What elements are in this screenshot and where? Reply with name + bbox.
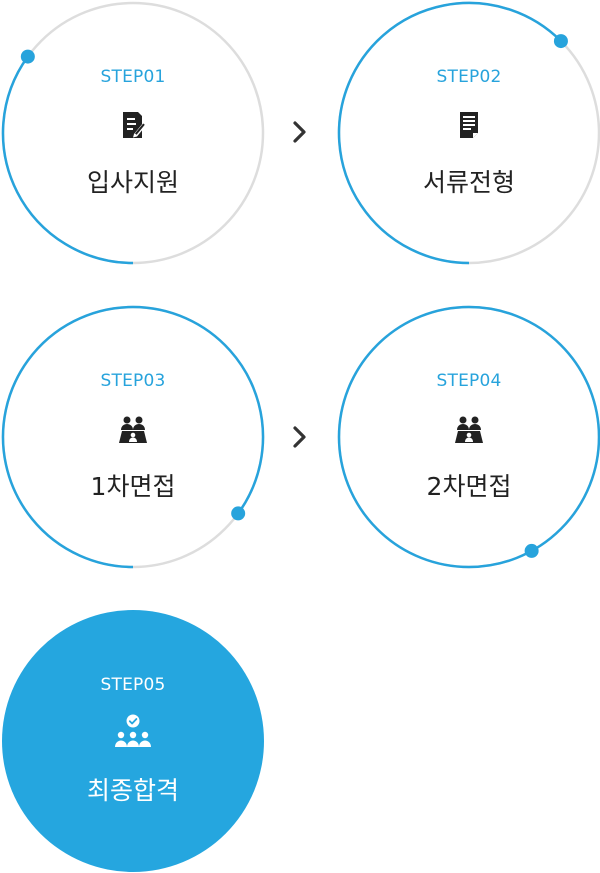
step-2-title: 서류전형 <box>422 168 515 197</box>
step-1-progress-ring <box>1 1 265 265</box>
pass-group-icon <box>115 714 151 747</box>
step-2-label: STEP02 <box>436 67 502 87</box>
step-4-progress-ring <box>337 305 600 569</box>
ring-progress-knob <box>524 543 539 558</box>
chevron-right-icon <box>293 426 306 448</box>
step-3-progress-ring <box>1 305 265 569</box>
step-3-card: STEP03 1차면접 <box>1 305 265 569</box>
step-5-title: 최종합격 <box>86 776 179 805</box>
ring-progress-knob <box>20 49 35 64</box>
step-4-label: STEP04 <box>436 371 502 391</box>
ring-progress-arc <box>1 305 265 569</box>
step-3-title: 1차면접 <box>90 472 176 501</box>
ring-progress-knob <box>231 506 246 521</box>
ring-progress-arc <box>337 305 600 569</box>
document-list-icon <box>460 112 478 138</box>
document-pen-icon <box>123 112 146 138</box>
step-4-title: 2차면접 <box>426 472 512 501</box>
step-5-label: STEP05 <box>100 675 166 695</box>
step-1-label: STEP01 <box>100 67 166 87</box>
chevron-right-icon <box>293 121 306 143</box>
interview-icon <box>119 416 147 443</box>
step-2-progress-ring <box>337 1 600 265</box>
step-1-card: STEP01 입사지원 <box>1 1 265 265</box>
ring-progress-arc <box>337 1 562 265</box>
step-4-card: STEP04 2차면접 <box>337 305 600 569</box>
ring-progress-knob <box>553 34 568 49</box>
step-5-card: STEP05 최종합격 <box>1 609 265 873</box>
step-3-label: STEP03 <box>100 371 166 391</box>
interview-icon <box>455 416 483 443</box>
step-2-card: STEP02 서류전형 <box>337 1 600 265</box>
ring-progress-arc <box>1 55 134 265</box>
step-1-title: 입사지원 <box>86 168 179 197</box>
